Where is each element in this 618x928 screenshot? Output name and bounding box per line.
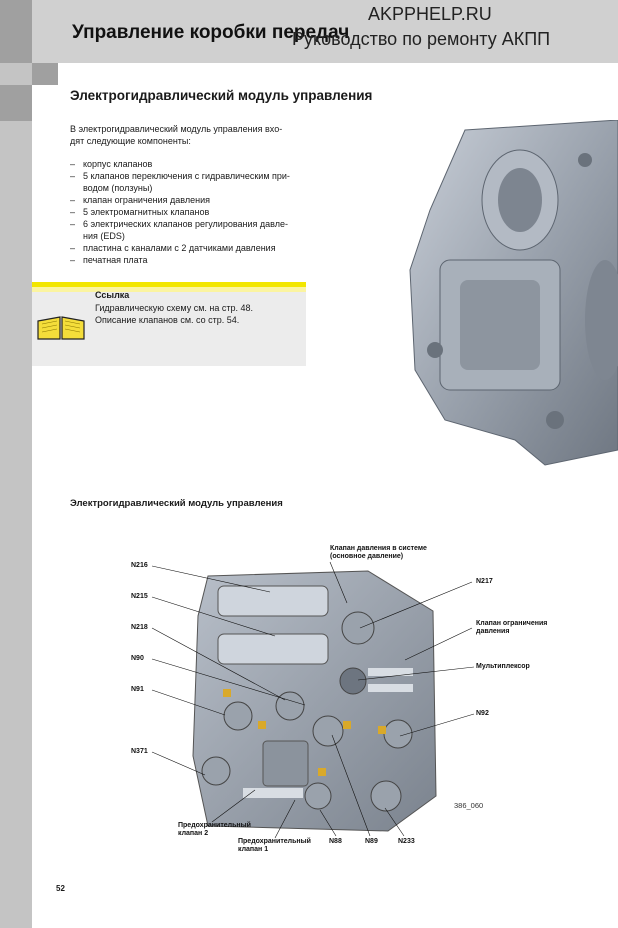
label-n218: N218 xyxy=(131,624,148,631)
reference-title: Ссылка xyxy=(95,290,130,300)
figure-code: 386_060 xyxy=(454,801,484,810)
transmission-housing-image xyxy=(409,120,618,466)
header-band xyxy=(32,0,618,63)
list-item: клапан ограничения давления xyxy=(70,194,310,206)
label-multiplexer: Мультиплексор xyxy=(476,663,530,670)
reference-line: Гидравлическую схему см. на стр. 48. xyxy=(95,303,253,313)
label-line: давления xyxy=(476,628,510,635)
label-line: Предохранительный xyxy=(178,822,251,829)
left-margin-band xyxy=(0,0,32,928)
list-item: пластина с каналами с 2 датчиками давлен… xyxy=(70,242,310,254)
label-line: Предохранительный xyxy=(238,838,311,845)
reference-accent xyxy=(32,282,306,287)
corner-block xyxy=(32,63,58,85)
label-safety-valve-2: Предохранительный клапан 2 xyxy=(178,822,251,838)
label-limit-valve: Клапан ограничения давления xyxy=(476,620,547,636)
label-line: клапан 1 xyxy=(238,846,269,853)
reference-line: Описание клапанов см. со стр. 54. xyxy=(95,315,240,325)
watermark-site: AKPPHELP.RU xyxy=(368,4,492,24)
list-item: 5 клапанов переключения с гидравлическим… xyxy=(70,170,310,182)
label-n371: N371 xyxy=(131,748,148,755)
label-line: Клапан ограничения xyxy=(476,620,548,627)
page-number: 52 xyxy=(56,884,65,893)
list-item: 5 электромагнитных клапанов xyxy=(70,206,310,218)
list-item: корпус клапанов xyxy=(70,158,310,170)
label-line: Клапан давления в системе xyxy=(330,545,427,552)
intro-line: В электрогидравлический модуль управлени… xyxy=(70,124,283,134)
section-title: Электрогидравлический модуль управления xyxy=(70,88,373,103)
label-n88: N88 xyxy=(329,838,342,845)
label-n233: N233 xyxy=(398,838,415,845)
component-list: корпус клапанов 5 клапанов переключения … xyxy=(70,158,310,266)
diagram-title: Электрогидравлический модуль управления xyxy=(70,498,283,509)
intro-paragraph: В электрогидравлический модуль управлени… xyxy=(70,123,310,147)
control-module-image xyxy=(192,570,437,832)
label-n92: N92 xyxy=(476,710,489,717)
label-safety-valve-1: Предохранительный клапан 1 xyxy=(238,838,311,854)
label-n215: N215 xyxy=(131,593,148,600)
label-n217: N217 xyxy=(476,578,493,585)
label-line: (основное давление) xyxy=(330,553,404,560)
corner-block xyxy=(0,85,32,121)
list-item: печатная плата xyxy=(70,254,310,266)
open-book-icon xyxy=(37,316,85,340)
reference-accent xyxy=(32,287,306,292)
intro-line: дят следующие компоненты: xyxy=(70,136,191,146)
list-item-continuation: водом (ползуны) xyxy=(83,183,153,193)
watermark-subtitle: Руководство по ремонту АКПП xyxy=(292,29,551,49)
label-n216: N216 xyxy=(131,562,148,569)
label-n91: N91 xyxy=(131,686,144,693)
list-item: 6 электрических клапанов регулирования д… xyxy=(70,218,310,230)
label-line: клапан 2 xyxy=(178,830,209,837)
chapter-title: Управление коробки передач xyxy=(72,22,350,43)
reference-text: Гидравлическую схему см. на стр. 48. Опи… xyxy=(95,302,300,326)
label-n89: N89 xyxy=(365,838,378,845)
list-item-continuation: ния (EDS) xyxy=(83,231,125,241)
label-system-valve: Клапан давления в системе (основное давл… xyxy=(330,545,427,561)
corner-block xyxy=(0,0,32,63)
label-n90: N90 xyxy=(131,655,144,662)
